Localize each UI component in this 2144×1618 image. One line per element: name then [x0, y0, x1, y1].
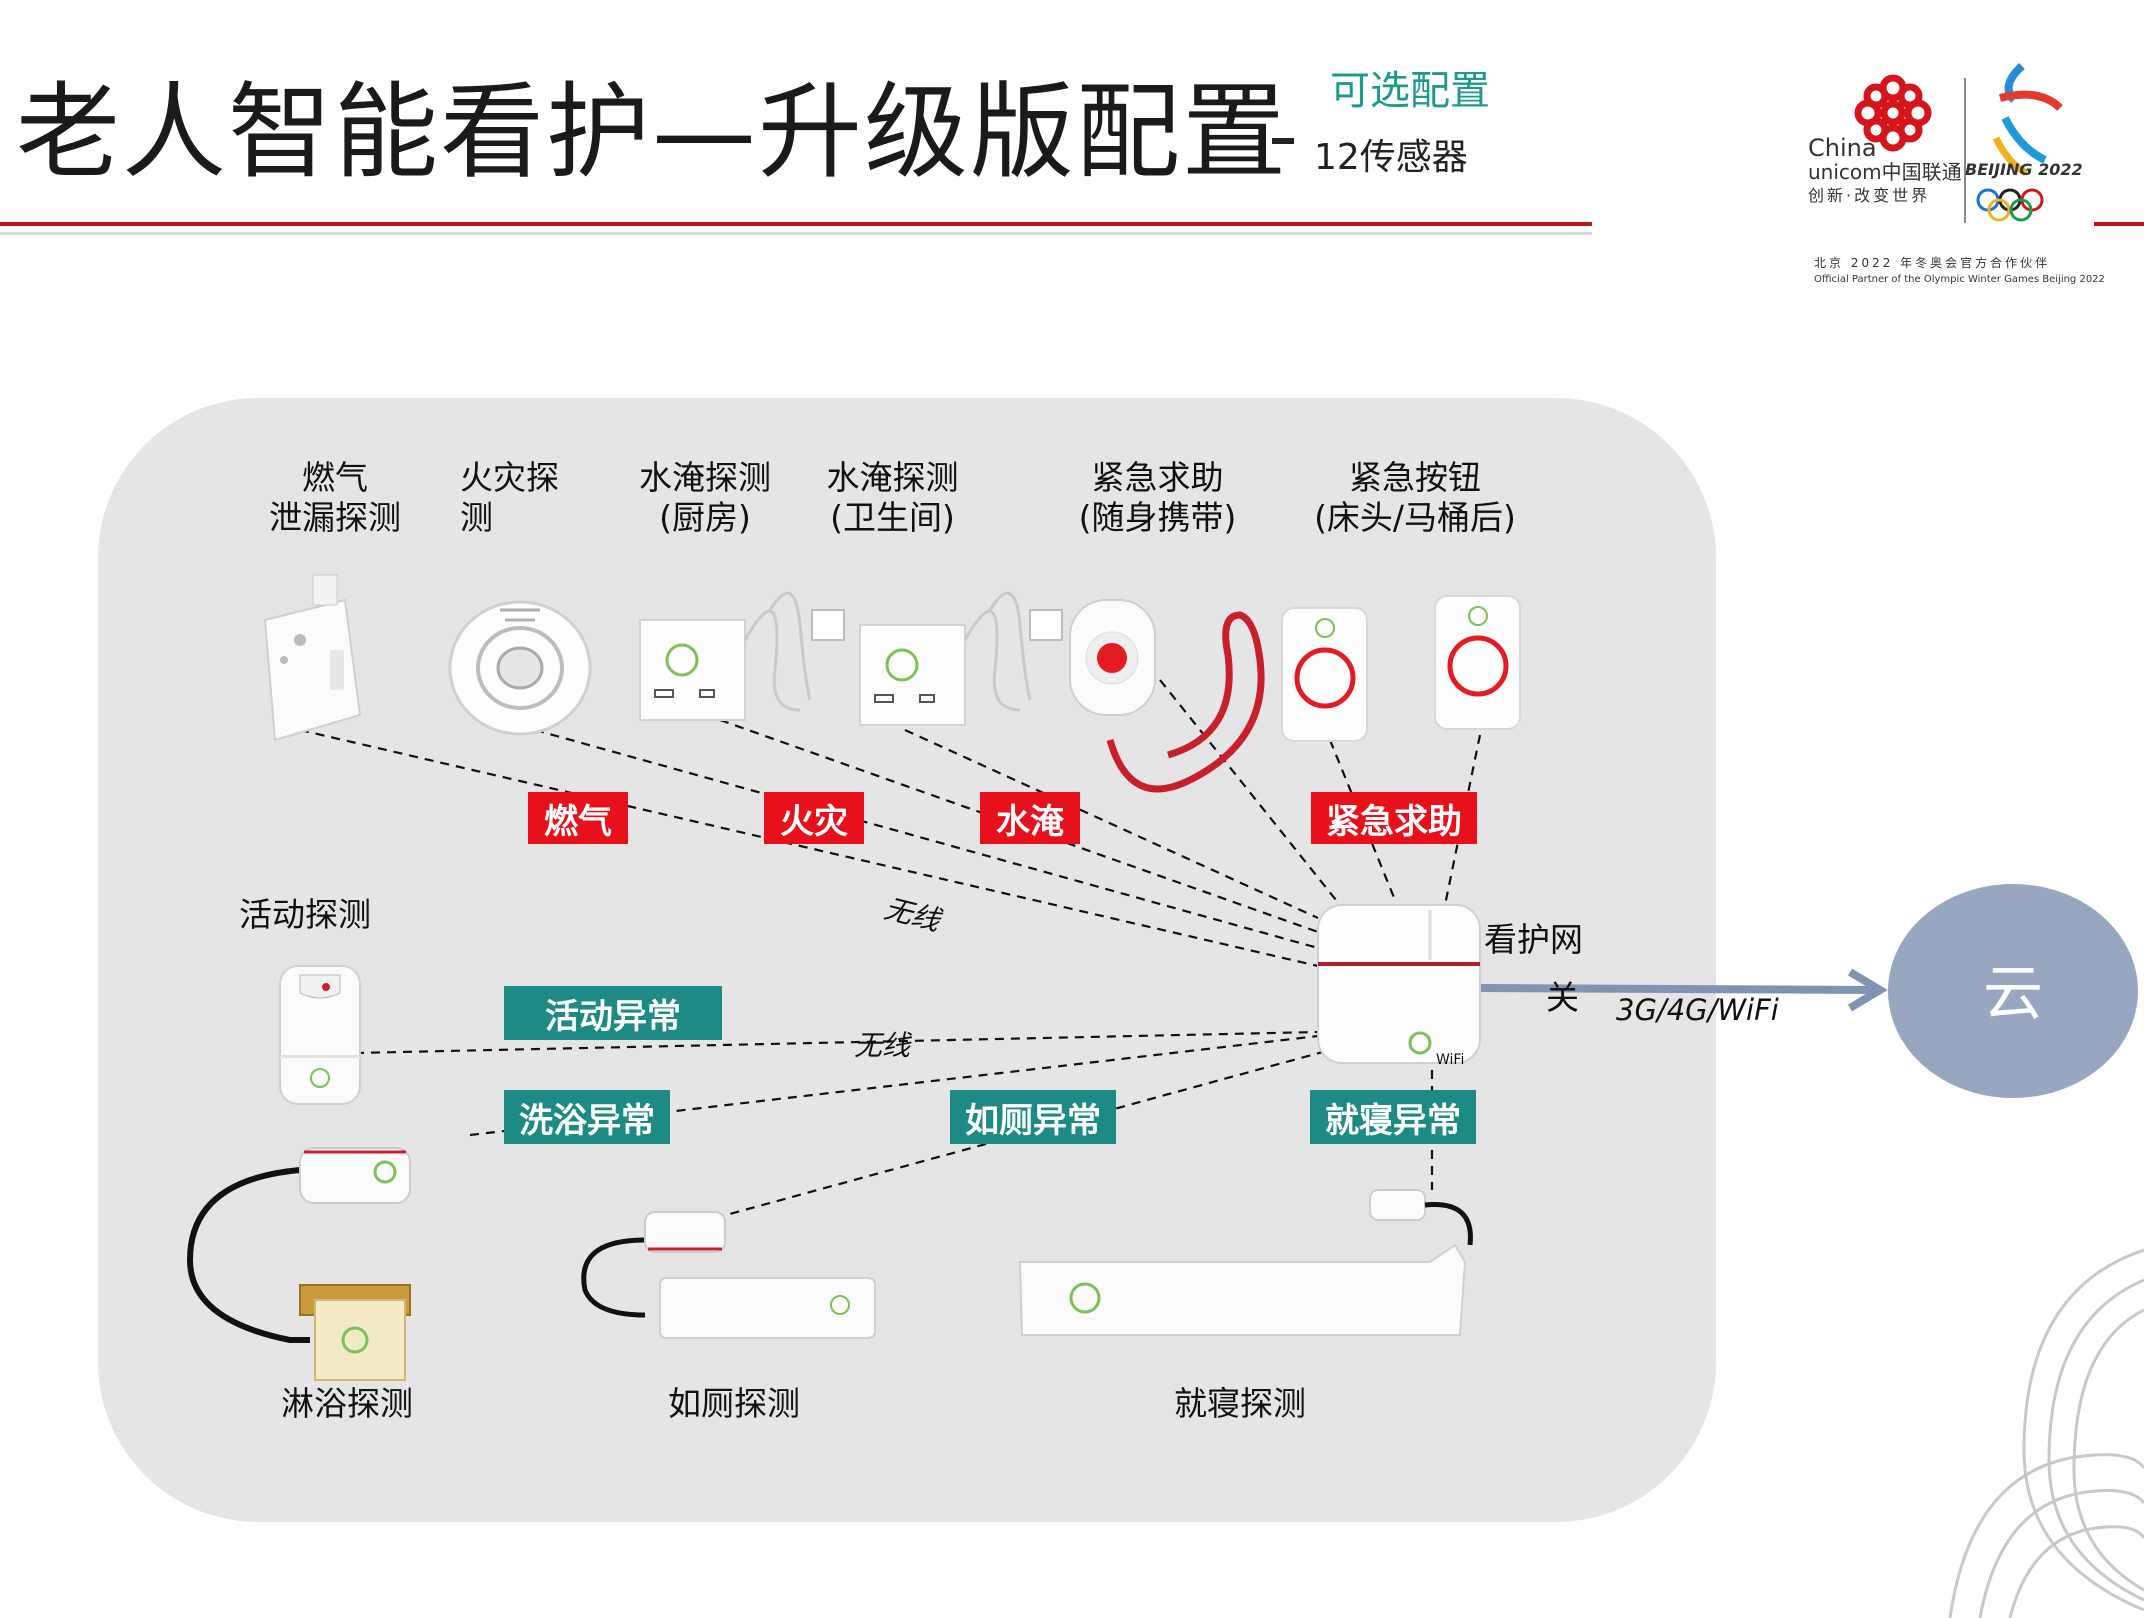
beijing-2022-mark: BEIJING 2022	[1965, 160, 2083, 179]
cloud-label: 云	[1983, 959, 2043, 1029]
activity-abnormal-tag: 活动异常	[504, 986, 722, 1040]
wireless-label-lower: 无线	[853, 1029, 910, 1062]
network-type-label: 3G/4G/WiFi	[1616, 993, 1779, 1027]
gateway-wifi-mark: WiFi	[1436, 1052, 1465, 1068]
activity-sensor-label: 活动探测	[239, 895, 371, 934]
smoke-detector-device	[448, 600, 592, 736]
toilet-abnormal-tag: 如厕异常	[950, 1090, 1116, 1144]
cloud-node	[1888, 884, 2138, 1098]
partner-text-cn: 北京 2022 年冬奥会官方合作伙伴	[1814, 256, 2051, 270]
shower-sensor-label: 淋浴探测	[281, 1384, 413, 1423]
unicom-brand-en: China	[1808, 134, 1877, 162]
title-dash	[1272, 138, 1294, 144]
page-title: 老人智能看护—升级版配置	[16, 71, 1289, 193]
flood-alarm-tag: 水淹	[980, 792, 1080, 844]
sos-button-label: 紧急按钮(床头/马桶后)	[1314, 458, 1516, 537]
fire-sensor-label: 火灾探测	[460, 458, 559, 537]
gas-detector-device	[263, 574, 362, 742]
unicom-brand-cn: unicom中国联通	[1808, 160, 1962, 184]
fire-alarm-tag: 火灾	[764, 792, 864, 844]
water-kitchen-label: 水淹探测(厨房)	[639, 458, 771, 537]
water-bathroom-label: 水淹探测(卫生间)	[826, 458, 959, 537]
toilet-sensor-label: 如厕探测	[668, 1384, 800, 1423]
sos-pendant-device	[1069, 599, 1265, 793]
emergency-button-device-2	[1434, 595, 1521, 730]
shower-sensor-device	[186, 1147, 411, 1381]
shower-abnormal-tag: 洗浴异常	[504, 1090, 670, 1144]
gateway-label-line1: 看护网	[1484, 920, 1583, 959]
gas-alarm-tag: 燃气	[528, 792, 628, 844]
sleep-abnormal-tag: 就寝异常	[1310, 1090, 1476, 1144]
header-divider-grey	[0, 232, 1592, 235]
header-divider-red	[0, 222, 1592, 226]
sponsor-logo: China unicom中国联通 创新·改变世界 BEIJING 2022 北京…	[1800, 58, 2105, 298]
toilet-sensor-device	[581, 1211, 876, 1339]
sensor-count-subtitle: 12传感器	[1314, 137, 1468, 178]
gas-sensor-label: 燃气泄漏探测	[269, 458, 401, 537]
sos-alarm-tag: 紧急求助	[1311, 792, 1477, 844]
care-gateway-device	[1317, 904, 1481, 1064]
header-divider-red-right	[2094, 222, 2144, 226]
sleep-sensor-device	[1018, 1189, 1473, 1336]
emergency-button-device-1	[1281, 607, 1368, 742]
water-sensor-kitchen-device	[639, 591, 845, 721]
optional-config-label: 可选配置	[1330, 68, 1490, 114]
sos-portable-label: 紧急求助(随身携带)	[1078, 458, 1237, 537]
sleep-sensor-label: 就寝探测	[1174, 1384, 1306, 1423]
gateway-label-line2: 关	[1546, 978, 1579, 1017]
uplink-arrow	[1479, 968, 1888, 1012]
partner-text-en: Official Partner of the Olympic Winter G…	[1814, 274, 2105, 285]
unicom-slogan: 创新·改变世界	[1808, 186, 1931, 205]
unicom-knot-icon	[1854, 63, 2063, 223]
water-sensor-bathroom-device	[859, 591, 1063, 726]
activity-pir-device	[279, 965, 361, 1105]
